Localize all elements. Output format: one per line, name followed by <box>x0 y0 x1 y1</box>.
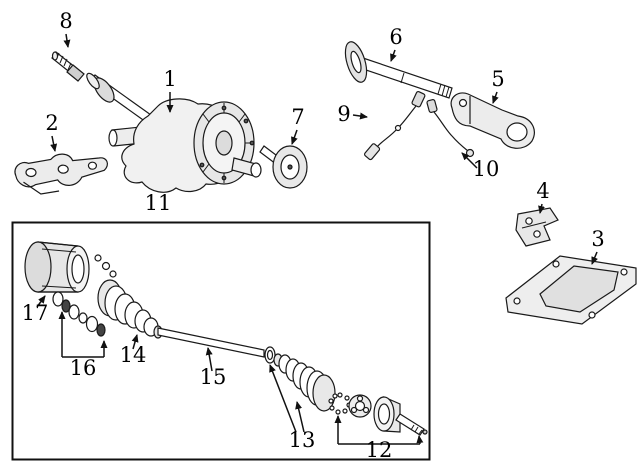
callout-7: 7 <box>291 105 304 129</box>
outer-cv-boot <box>273 353 336 412</box>
callout-labels: 1 2 3 4 5 6 7 8 9 10 11 12 13 14 15 16 1… <box>22 9 605 462</box>
leader-7 <box>291 129 298 145</box>
callout-3: 3 <box>591 227 604 251</box>
callout-2: 2 <box>45 111 58 135</box>
part-5-tube-bracket <box>450 92 535 149</box>
part-3-skid-plate <box>505 255 637 325</box>
callout-1: 1 <box>163 67 176 91</box>
callout-5: 5 <box>491 67 504 91</box>
part-10-sensor-cable <box>426 99 475 158</box>
part-4-mount-bracket <box>515 207 559 247</box>
leader-10 <box>461 152 478 169</box>
callout-13: 13 <box>289 428 316 452</box>
leader-5 <box>492 91 499 104</box>
leader-13a <box>269 364 297 433</box>
part-6-axle-shaft <box>344 41 453 99</box>
callout-4: 4 <box>536 179 549 203</box>
leader-14 <box>131 334 139 350</box>
leader-6 <box>390 49 397 62</box>
part-16-small-hardware <box>52 254 117 337</box>
part-2-bracket <box>14 153 109 195</box>
leader-17 <box>36 295 46 308</box>
part-14-inner-cv-boot <box>97 279 163 339</box>
part-17-inner-joint-housing <box>24 241 90 293</box>
callout-8: 8 <box>59 9 72 33</box>
part-13-clamp-ring <box>264 346 276 364</box>
leader-2 <box>50 135 58 152</box>
leader-3 <box>591 251 598 265</box>
part-8-stud <box>51 51 85 82</box>
part-7-output-flange <box>259 145 308 189</box>
part-12-cv-joint-kit <box>328 392 428 436</box>
callout-15: 15 <box>200 365 227 389</box>
leader-15 <box>205 347 213 372</box>
callout-6: 6 <box>389 25 402 49</box>
callout-12: 12 <box>366 438 393 462</box>
leader-12b <box>416 435 424 445</box>
leader-8 <box>63 33 71 48</box>
leader-4 <box>538 203 545 214</box>
callout-14: 14 <box>120 343 147 367</box>
part-1-differential-assembly <box>86 72 262 193</box>
leader-9 <box>352 112 368 120</box>
callout-10: 10 <box>473 157 500 181</box>
callout-17: 17 <box>22 301 49 325</box>
leader-13b <box>295 401 305 433</box>
callout-9: 9 <box>337 102 350 126</box>
callout-11: 11 <box>145 191 172 215</box>
callout-16: 16 <box>70 356 97 380</box>
part-9-sensor-cable <box>364 91 426 161</box>
leader-lines <box>36 33 598 445</box>
part-15-axle-shaft-bar <box>157 327 265 358</box>
